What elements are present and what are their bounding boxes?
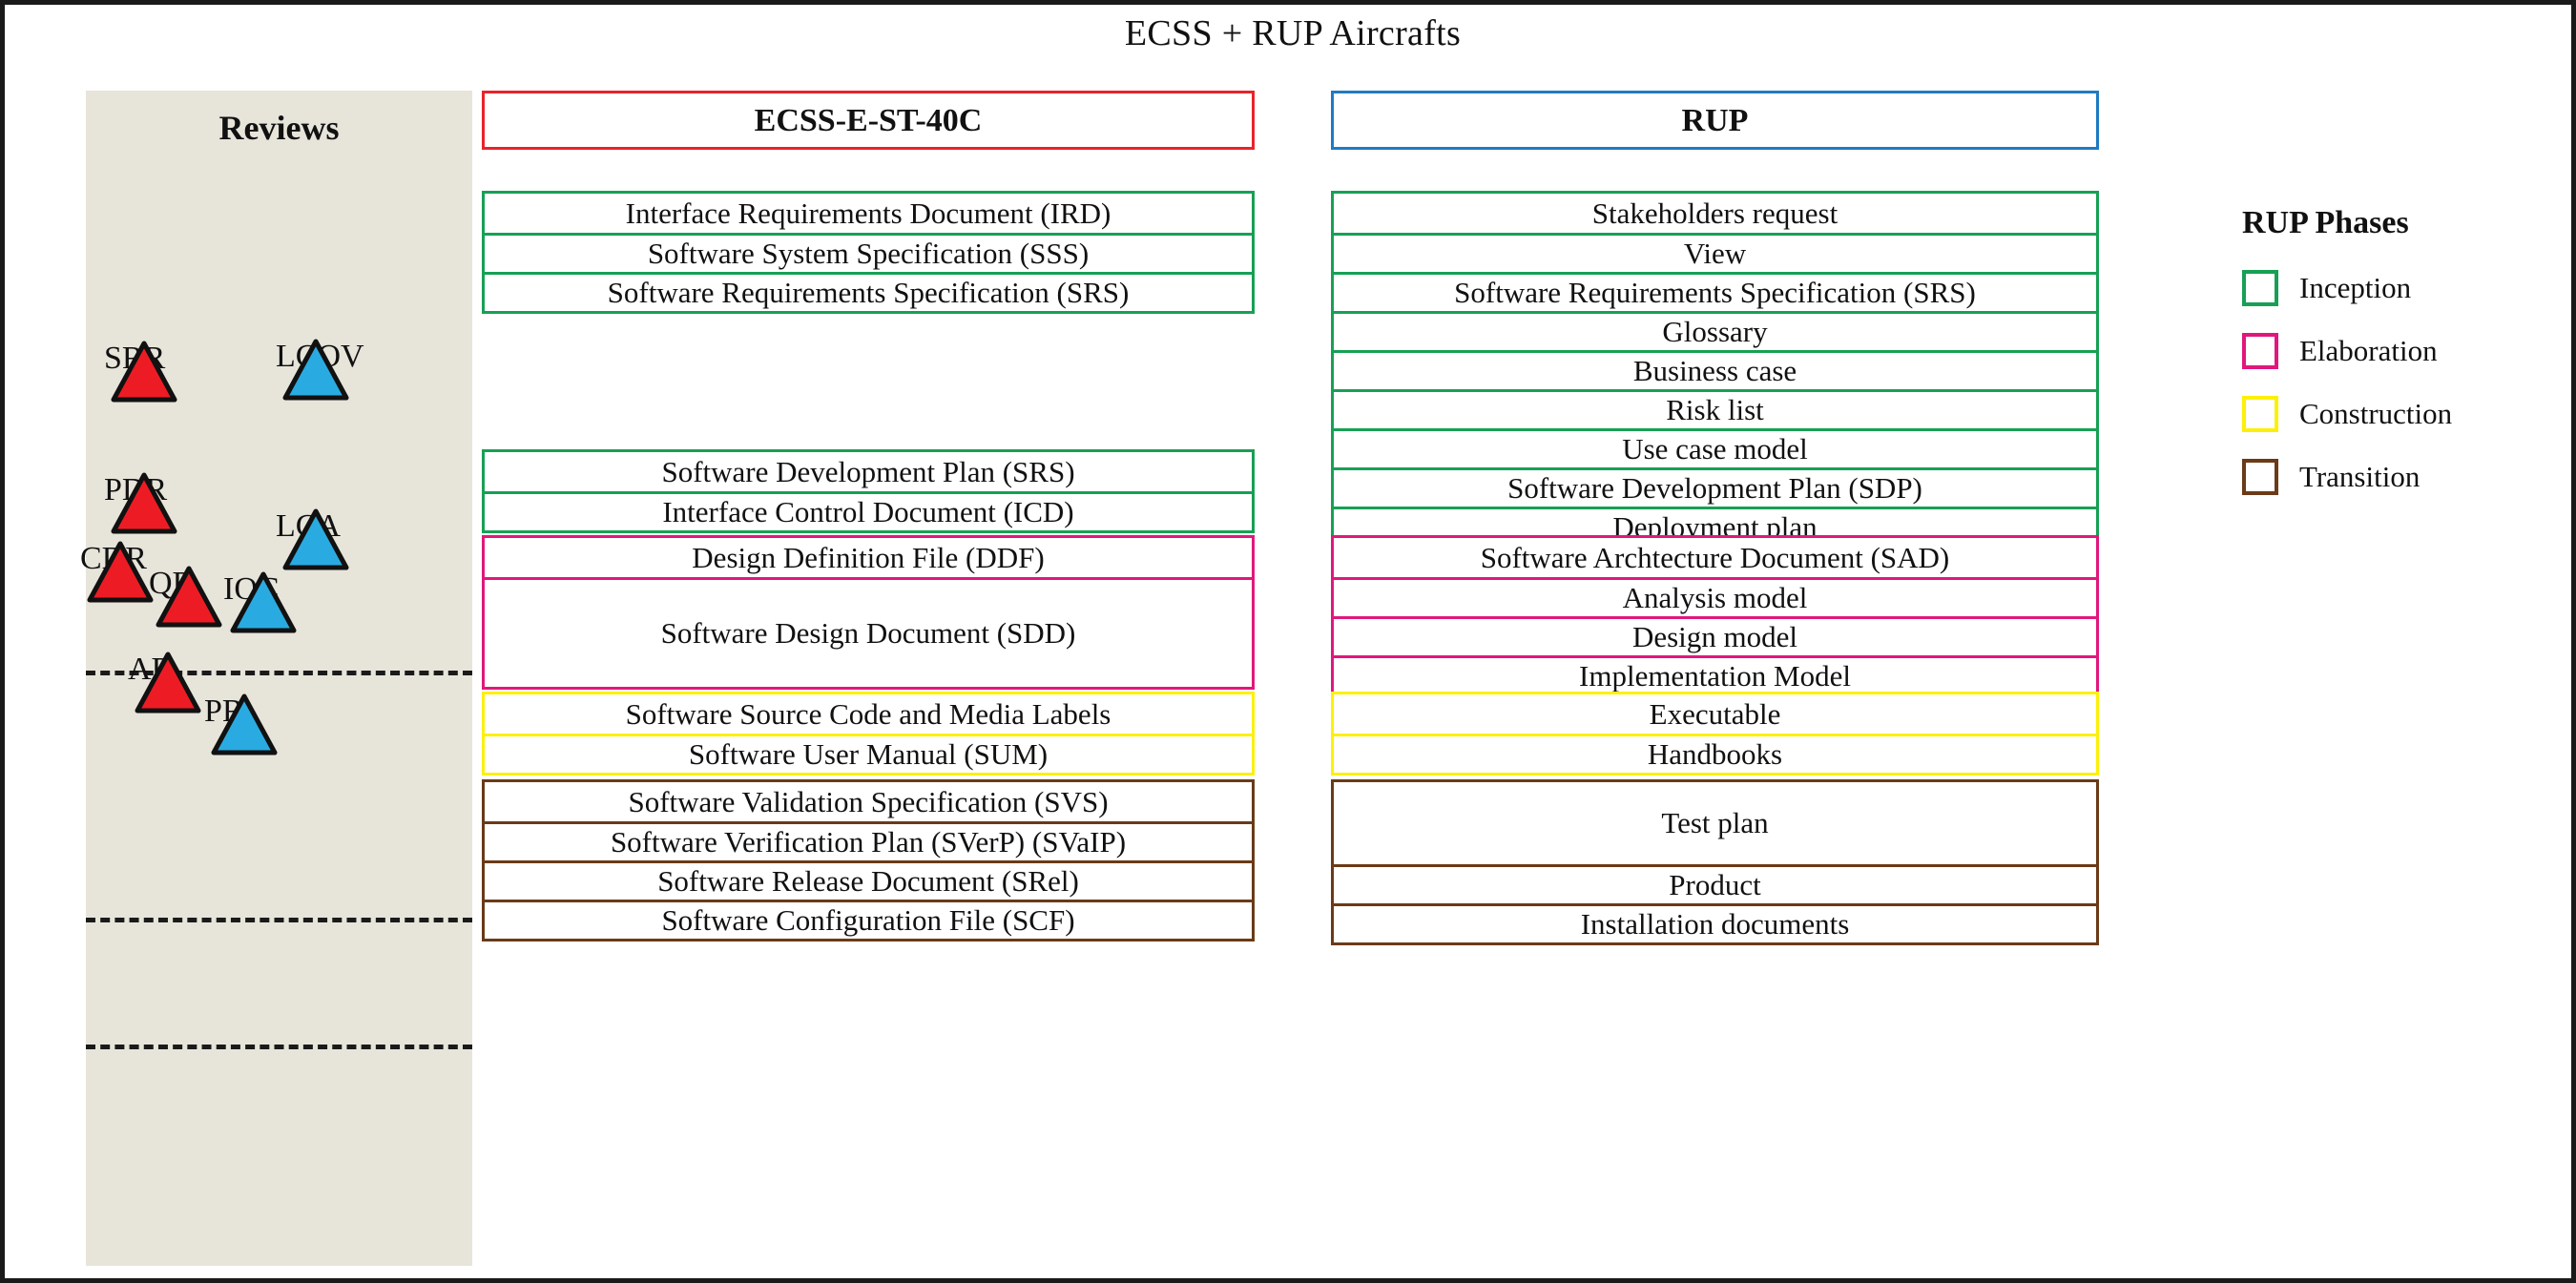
review-marker-srr[interactable]: SRR — [104, 341, 177, 403]
rup-artifact-row[interactable]: Software Development Plan (SDP) — [1334, 467, 2096, 507]
legend-item-label: Inception — [2299, 271, 2412, 304]
rup-group-elaboration-2: Software Archtecture Document (SAD)Analy… — [1331, 535, 2099, 697]
legend-item-elaboration: Elaboration — [2242, 333, 2557, 369]
rup-artifact-row[interactable]: Stakeholders request — [1591, 196, 1839, 230]
ecss-column: ECSS-E-ST-40C Interface Requirements Doc… — [482, 91, 1255, 942]
legend-item-label: Transition — [2299, 460, 2420, 493]
ecss-artifact-row[interactable]: Software Source Code and Media Labels — [625, 696, 1111, 731]
ecss-artifact-row[interactable]: Software Release Document (SRel) — [485, 860, 1252, 900]
rup-artifact-row[interactable]: Risk list — [1334, 389, 2096, 428]
review-marker-ar[interactable]: AR — [128, 652, 201, 714]
rup-artifact-row[interactable]: Executable — [1649, 696, 1781, 731]
rup-artifact-row[interactable]: Handbooks — [1334, 734, 2096, 773]
page-title: ECSS + RUP Aircrafts — [1124, 13, 1462, 53]
rup-artifact-row[interactable]: Software Requirements Specification (SRS… — [1334, 272, 2096, 311]
ecss-artifact-row[interactable]: Software Configuration File (SCF) — [485, 900, 1252, 939]
rup-artifact-row[interactable]: Product — [1334, 864, 2096, 903]
legend-item-inception: Inception — [2242, 270, 2557, 306]
ecss-artifact-row[interactable]: Software System Specification (SSS) — [485, 233, 1252, 272]
review-marker-lca[interactable]: LCA — [276, 508, 349, 570]
reviews-column-title: Reviews — [218, 109, 340, 147]
phase-divider-2 — [86, 918, 472, 922]
legend-item-construction: Construction — [2242, 396, 2557, 432]
phase-divider-3 — [86, 1045, 472, 1049]
review-marker-ioc[interactable]: IOC — [223, 571, 297, 633]
ecss-artifact-row[interactable]: Software User Manual (SUM) — [485, 734, 1252, 773]
ecss-artifact-row[interactable]: Software Development Plan (SRS) — [661, 454, 1075, 488]
ecss-group-inception-1: Interface Requirements Document (IRD)Sof… — [482, 191, 1255, 314]
review-marker-cdr[interactable]: CDR — [80, 541, 154, 603]
rup-artifact-row[interactable]: View — [1334, 233, 2096, 272]
ecss-artifact-row[interactable]: Software Requirements Specification (SRS… — [485, 272, 1252, 311]
rup-artifact-row[interactable]: Installation documents — [1334, 903, 2096, 942]
rup-artifact-row[interactable]: Design model — [1334, 616, 2096, 655]
review-marker-pdr[interactable]: PDR — [104, 472, 177, 534]
legend-item-transition: Transition — [2242, 459, 2557, 495]
ecss-column-header: ECSS-E-ST-40C — [482, 91, 1255, 150]
review-marker-pr[interactable]: PR — [204, 693, 278, 755]
ecss-artifact-row[interactable]: Interface Requirements Document (IRD) — [625, 196, 1111, 230]
ecss-artifact-row[interactable]: Software Design Document (SDD) — [485, 577, 1252, 687]
legend-swatch-icon — [2242, 270, 2278, 306]
rup-artifact-row[interactable]: Implementation Model — [1334, 655, 2096, 694]
ecss-artifact-row[interactable]: Software Verification Plan (SVerP) (SVaI… — [485, 821, 1252, 860]
rup-artifact-row[interactable]: Software Archtecture Document (SAD) — [1480, 540, 1950, 574]
ecss-artifact-row[interactable]: Software Validation Specification (SVS) — [628, 784, 1109, 818]
ecss-group-transition-5: Software Validation Specification (SVS)S… — [482, 779, 1255, 942]
ecss-artifact-row[interactable]: Interface Control Document (ICD) — [485, 491, 1252, 530]
legend-title: RUP Phases — [2242, 205, 2409, 240]
review-marker-qr[interactable]: QR — [149, 566, 222, 628]
rup-artifact-row[interactable]: Test plan — [1661, 806, 1769, 839]
ecss-group-inception-2: Software Development Plan (SRS)Interface… — [482, 449, 1255, 533]
rup-artifact-row[interactable]: Use case model — [1334, 428, 2096, 467]
legend-swatch-icon — [2242, 333, 2278, 369]
rup-artifact-row[interactable]: Glossary — [1334, 311, 2096, 350]
ecss-group-elaboration-3: Design Definition File (DDF)Software Des… — [482, 535, 1255, 690]
rup-column-header: RUP — [1331, 91, 2099, 150]
rup-artifact-row[interactable]: Analysis model — [1334, 577, 2096, 616]
phase-divider-1 — [86, 671, 472, 675]
legend-swatch-icon — [2242, 459, 2278, 495]
legend-swatch-icon — [2242, 396, 2278, 432]
legend-item-label: Construction — [2299, 397, 2453, 430]
ecss-artifact-row[interactable]: Design Definition File (DDF) — [692, 540, 1045, 574]
rup-artifact-row[interactable]: Business case — [1334, 350, 2096, 389]
legend-item-label: Elaboration — [2299, 334, 2438, 367]
review-marker-lcov[interactable]: LCOV — [276, 339, 364, 401]
